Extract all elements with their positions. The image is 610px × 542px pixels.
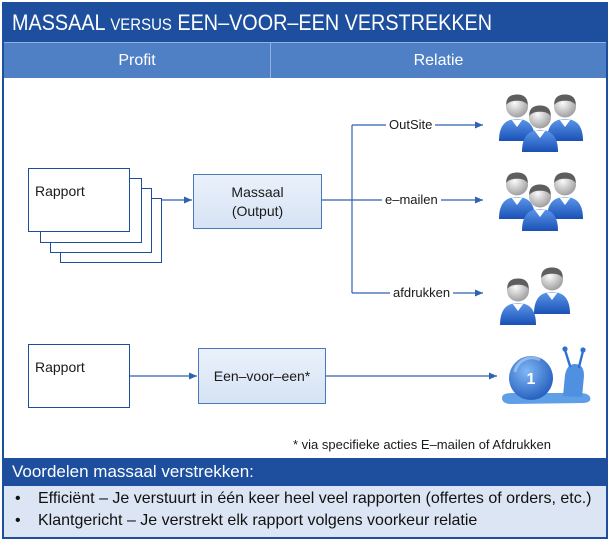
column-header-row: Profit Relatie	[4, 42, 606, 78]
title-part-versus: VERSUS	[110, 14, 172, 34]
massaal-output-box: Massaal (Output)	[193, 174, 322, 229]
output-label: (Output)	[231, 202, 284, 219]
person-icon	[534, 267, 570, 314]
een-voor-een-box: Een–voor–een*	[198, 348, 326, 404]
snail-antenna-tip	[580, 347, 586, 353]
benefit-item-efficient: Efficiënt – Je verstuurt in één keer hee…	[4, 488, 606, 510]
snail-icon: 1	[502, 346, 591, 404]
report-stack-front: Rapport	[28, 168, 130, 232]
person-icon	[547, 172, 583, 219]
benefits-list: Efficiënt – Je verstuurt in één keer hee…	[4, 486, 606, 537]
people-group-icon	[499, 94, 583, 152]
diagram-area: 1 Rapport Massaal (Output) OutSite e–mai…	[4, 78, 606, 458]
report-label: Rapport	[35, 359, 85, 375]
channel-label-outsite: OutSite	[386, 117, 436, 133]
diagram-canvas: 1	[130, 94, 591, 404]
person-icon	[500, 278, 536, 325]
page-title: MASSAAL VERSUS EEN–VOOR–EEN VERSTREKKEN	[12, 9, 493, 35]
snail-head	[563, 364, 584, 397]
single-report-box: Rapport	[28, 344, 130, 408]
footnote: * via specifieke acties E–mailen of Afdr…	[293, 437, 551, 452]
title-part-massaal: MASSAAL	[12, 9, 105, 35]
title-part-een-voor-een: EEN–VOOR–EEN VERSTREKKEN	[177, 9, 493, 35]
people-pair-icon	[500, 267, 570, 325]
snail-badge: 1	[527, 371, 536, 388]
people-group-icon	[499, 172, 583, 231]
snail-antenna-tip	[562, 346, 568, 352]
column-header-profit: Profit	[4, 43, 271, 78]
report-label: Rapport	[35, 183, 85, 199]
snail-shell-highlight	[513, 356, 541, 373]
channel-label-afdrukken: afdrukken	[390, 285, 454, 301]
benefits-heading: Voordelen massaal verstrekken:	[4, 458, 606, 486]
person-icon	[547, 94, 583, 141]
benefit-item-klantgericht: Klantgericht – Je verstrekt elk rapport …	[4, 510, 606, 532]
snail-shell	[509, 356, 553, 400]
channel-label-emailen: e–mailen	[382, 192, 441, 208]
column-header-relatie: Relatie	[413, 51, 464, 69]
massaal-label: Massaal	[231, 183, 284, 200]
snail-antenna-right	[577, 349, 585, 369]
snail-antenna-left	[563, 348, 572, 368]
een-voor-een-label: Een–voor–een*	[213, 367, 311, 384]
title-bar: MASSAAL VERSUS EEN–VOOR–EEN VERSTREKKEN	[4, 4, 606, 42]
